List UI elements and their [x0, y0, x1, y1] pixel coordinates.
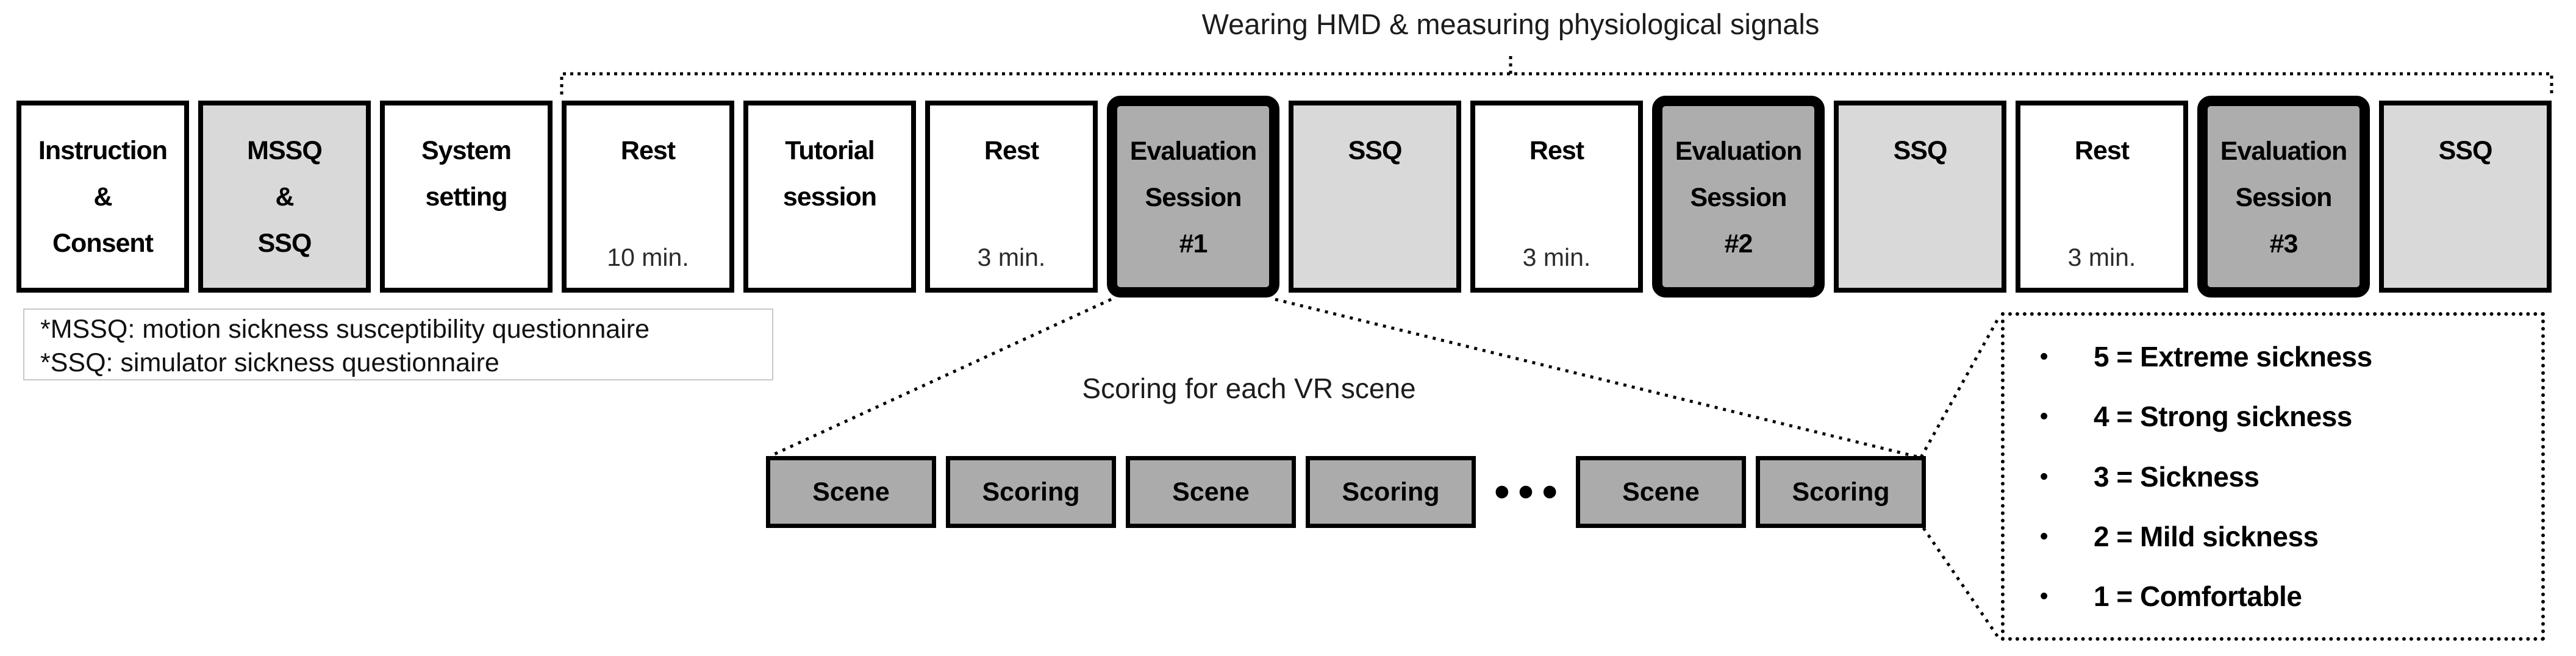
stage-title: System setting	[385, 105, 548, 220]
stage-line: Session	[1690, 183, 1787, 212]
stage-line: Instruction	[38, 136, 168, 165]
stage-title: Evaluation Session #1	[1117, 106, 1269, 267]
stage-title: SSQ	[1293, 105, 1456, 174]
stage-box-ssq-1: SSQ	[1289, 101, 1461, 293]
legend-item-label: 2 = Mild sickness	[2094, 520, 2319, 552]
scene-box: Scene	[1576, 456, 1746, 528]
stage-duration: 3 min.	[1522, 243, 1591, 271]
bullet-icon: •	[2040, 583, 2048, 609]
scene-box: Scene	[766, 456, 936, 528]
stage-box-instruction-consent: Instruction & Consent	[16, 101, 189, 293]
stage-line: SSQ	[257, 229, 312, 258]
stage-box-rest-3min-2: Rest 3 min.	[1470, 101, 1643, 293]
connector-scoring-to-legend-bottom	[1922, 527, 2000, 639]
stage-line: Session	[1145, 183, 1242, 212]
bullet-icon: •	[2040, 463, 2048, 490]
stage-line: Rest	[2074, 136, 2130, 165]
stage-line: MSSQ	[247, 136, 323, 165]
stage-box-tutorial-session: Tutorial session	[743, 101, 916, 293]
hmd-bracket-label: Wearing HMD & measuring physiological si…	[1201, 8, 1820, 40]
stage-duration: 10 min.	[607, 243, 689, 271]
legend-item-label: 5 = Extreme sickness	[2094, 341, 2372, 373]
stage-line: SSQ	[1893, 136, 1948, 165]
sickness-scale-legend-box: • 5 = Extreme sickness • 4 = Strong sick…	[2001, 312, 2545, 641]
note-line-ssq: *SSQ: simulator sickness questionnaire	[40, 348, 499, 377]
stage-duration: 3 min.	[2067, 243, 2136, 271]
stage-box-rest-3min-3: Rest 3 min.	[2016, 101, 2188, 293]
stage-line: Consent	[52, 229, 154, 258]
bullet-icon: •	[2040, 344, 2048, 369]
stage-box-evaluation-session-1: Evaluation Session #1	[1107, 96, 1279, 298]
scoring-box: Scoring	[1306, 456, 1476, 528]
stage-title: Evaluation Session #3	[2208, 106, 2360, 267]
stage-line: Rest	[1529, 136, 1584, 165]
stage-line: System	[421, 136, 512, 165]
stage-box-rest-3min-1: Rest 3 min.	[925, 101, 1098, 293]
legend-item: • 5 = Extreme sickness	[2040, 340, 2529, 373]
stage-box-evaluation-session-2: Evaluation Session #2	[1652, 96, 1825, 298]
stage-box-system-setting: System setting	[380, 101, 553, 293]
scoring-row-label: Scoring for each VR scene	[1082, 373, 1416, 404]
legend-item: • 4 = Strong sickness	[2040, 400, 2529, 433]
stage-line: Evaluation	[2220, 137, 2347, 166]
note-line-mssq: *MSSQ: motion sickness susceptibility qu…	[40, 315, 649, 344]
legend-item: • 2 = Mild sickness	[2040, 520, 2529, 553]
stage-line: #3	[2269, 229, 2299, 258]
legend-item-label: 1 = Comfortable	[2094, 580, 2302, 612]
stage-line: SSQ	[2438, 136, 2493, 165]
stage-duration: 3 min.	[977, 243, 1046, 271]
connector-scoring-to-legend-top	[1919, 315, 2002, 458]
legend-item-label: 4 = Strong sickness	[2094, 401, 2352, 433]
stage-box-rest-10min: Rest 10 min.	[562, 101, 734, 293]
stage-title: Instruction & Consent	[21, 105, 184, 266]
stage-title: SSQ	[1839, 105, 2002, 174]
stage-line: &	[93, 182, 112, 212]
scene-scoring-row: Scene Scoring Scene Scoring ••• Scene Sc…	[766, 456, 1926, 528]
stage-box-mssq-ssq: MSSQ & SSQ	[198, 101, 371, 293]
stage-line: Evaluation	[1129, 137, 1257, 166]
stage-title: SSQ	[2384, 105, 2547, 174]
stage-line: Tutorial	[785, 136, 875, 165]
legend-item: • 1 = Comfortable	[2040, 580, 2529, 613]
stage-box-ssq-3: SSQ	[2379, 101, 2552, 293]
stage-title: Rest	[1475, 105, 1638, 174]
stage-line: Rest	[620, 136, 676, 165]
hmd-bracket-line	[560, 72, 2553, 94]
stage-line: setting	[425, 182, 508, 212]
stage-line: #1	[1179, 229, 1208, 258]
stage-line: #2	[1724, 229, 1753, 258]
timeline-row: Instruction & Consent MSSQ & SSQ System …	[16, 96, 2552, 298]
acronym-note-box: *MSSQ: motion sickness susceptibility qu…	[23, 308, 773, 380]
bullet-icon: •	[2040, 523, 2048, 549]
stage-line: Evaluation	[1675, 137, 1802, 166]
scene-box: Scene	[1126, 456, 1296, 528]
stage-title: Tutorial session	[748, 105, 911, 220]
ellipsis-dots: •••	[1494, 468, 1566, 516]
stage-title: Evaluation Session #2	[1662, 106, 1814, 267]
legend-item: • 3 = Sickness	[2040, 460, 2529, 493]
bullet-icon: •	[2040, 404, 2048, 430]
stage-title: Rest	[567, 105, 729, 174]
legend-item-label: 3 = Sickness	[2094, 460, 2259, 493]
scoring-box: Scoring	[1756, 456, 1926, 528]
stage-line: &	[275, 182, 294, 212]
stage-box-ssq-2: SSQ	[1834, 101, 2006, 293]
stage-line: SSQ	[1348, 136, 1403, 165]
stage-box-evaluation-session-3: Evaluation Session #3	[2197, 96, 2370, 298]
scoring-box: Scoring	[946, 456, 1116, 528]
stage-title: MSSQ & SSQ	[203, 105, 366, 266]
stage-title: Rest	[2020, 105, 2183, 174]
stage-line: Session	[2235, 183, 2333, 212]
stage-line: session	[782, 182, 877, 212]
stage-title: Rest	[930, 105, 1093, 174]
stage-line: Rest	[984, 136, 1039, 165]
